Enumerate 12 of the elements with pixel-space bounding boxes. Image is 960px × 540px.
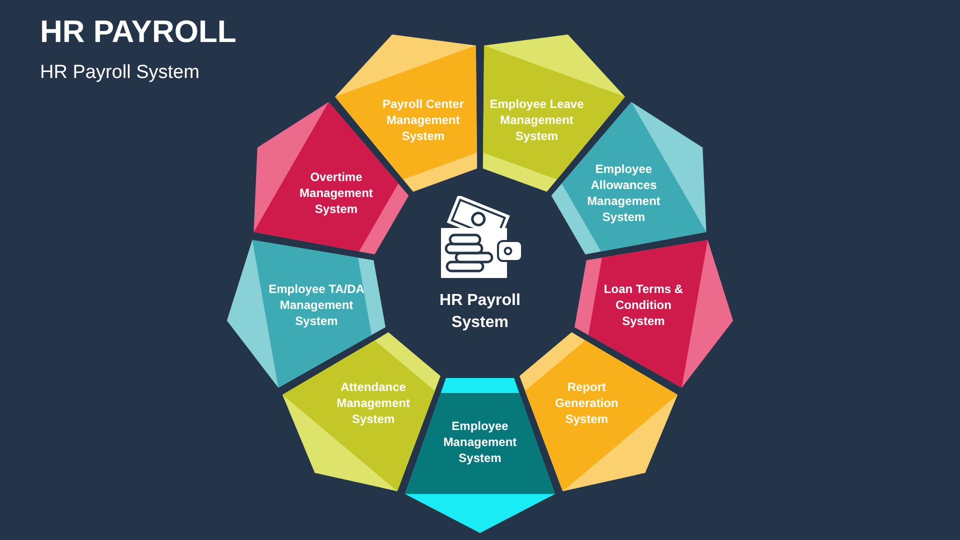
segment-label: Payroll Center Management System — [382, 96, 465, 144]
segment-label: Employee Allowances Management System — [586, 161, 662, 225]
segment-label: Employee Management System — [442, 418, 518, 466]
segment-label: Employee TA/DA Management System — [268, 280, 366, 329]
center-label: HR Payroll System — [438, 291, 522, 333]
segment-label: Loan Terms & Condition System — [602, 280, 684, 329]
subtitle: HR Payroll System — [40, 62, 200, 84]
segment-label: Attendance Management System — [336, 379, 411, 428]
segment-label: Overtime Management System — [298, 169, 374, 217]
segment-label: Report Generation System — [554, 379, 620, 428]
title: HR PAYROLL — [40, 14, 236, 50]
segment-label: Employee Leave Management System — [488, 96, 585, 144]
